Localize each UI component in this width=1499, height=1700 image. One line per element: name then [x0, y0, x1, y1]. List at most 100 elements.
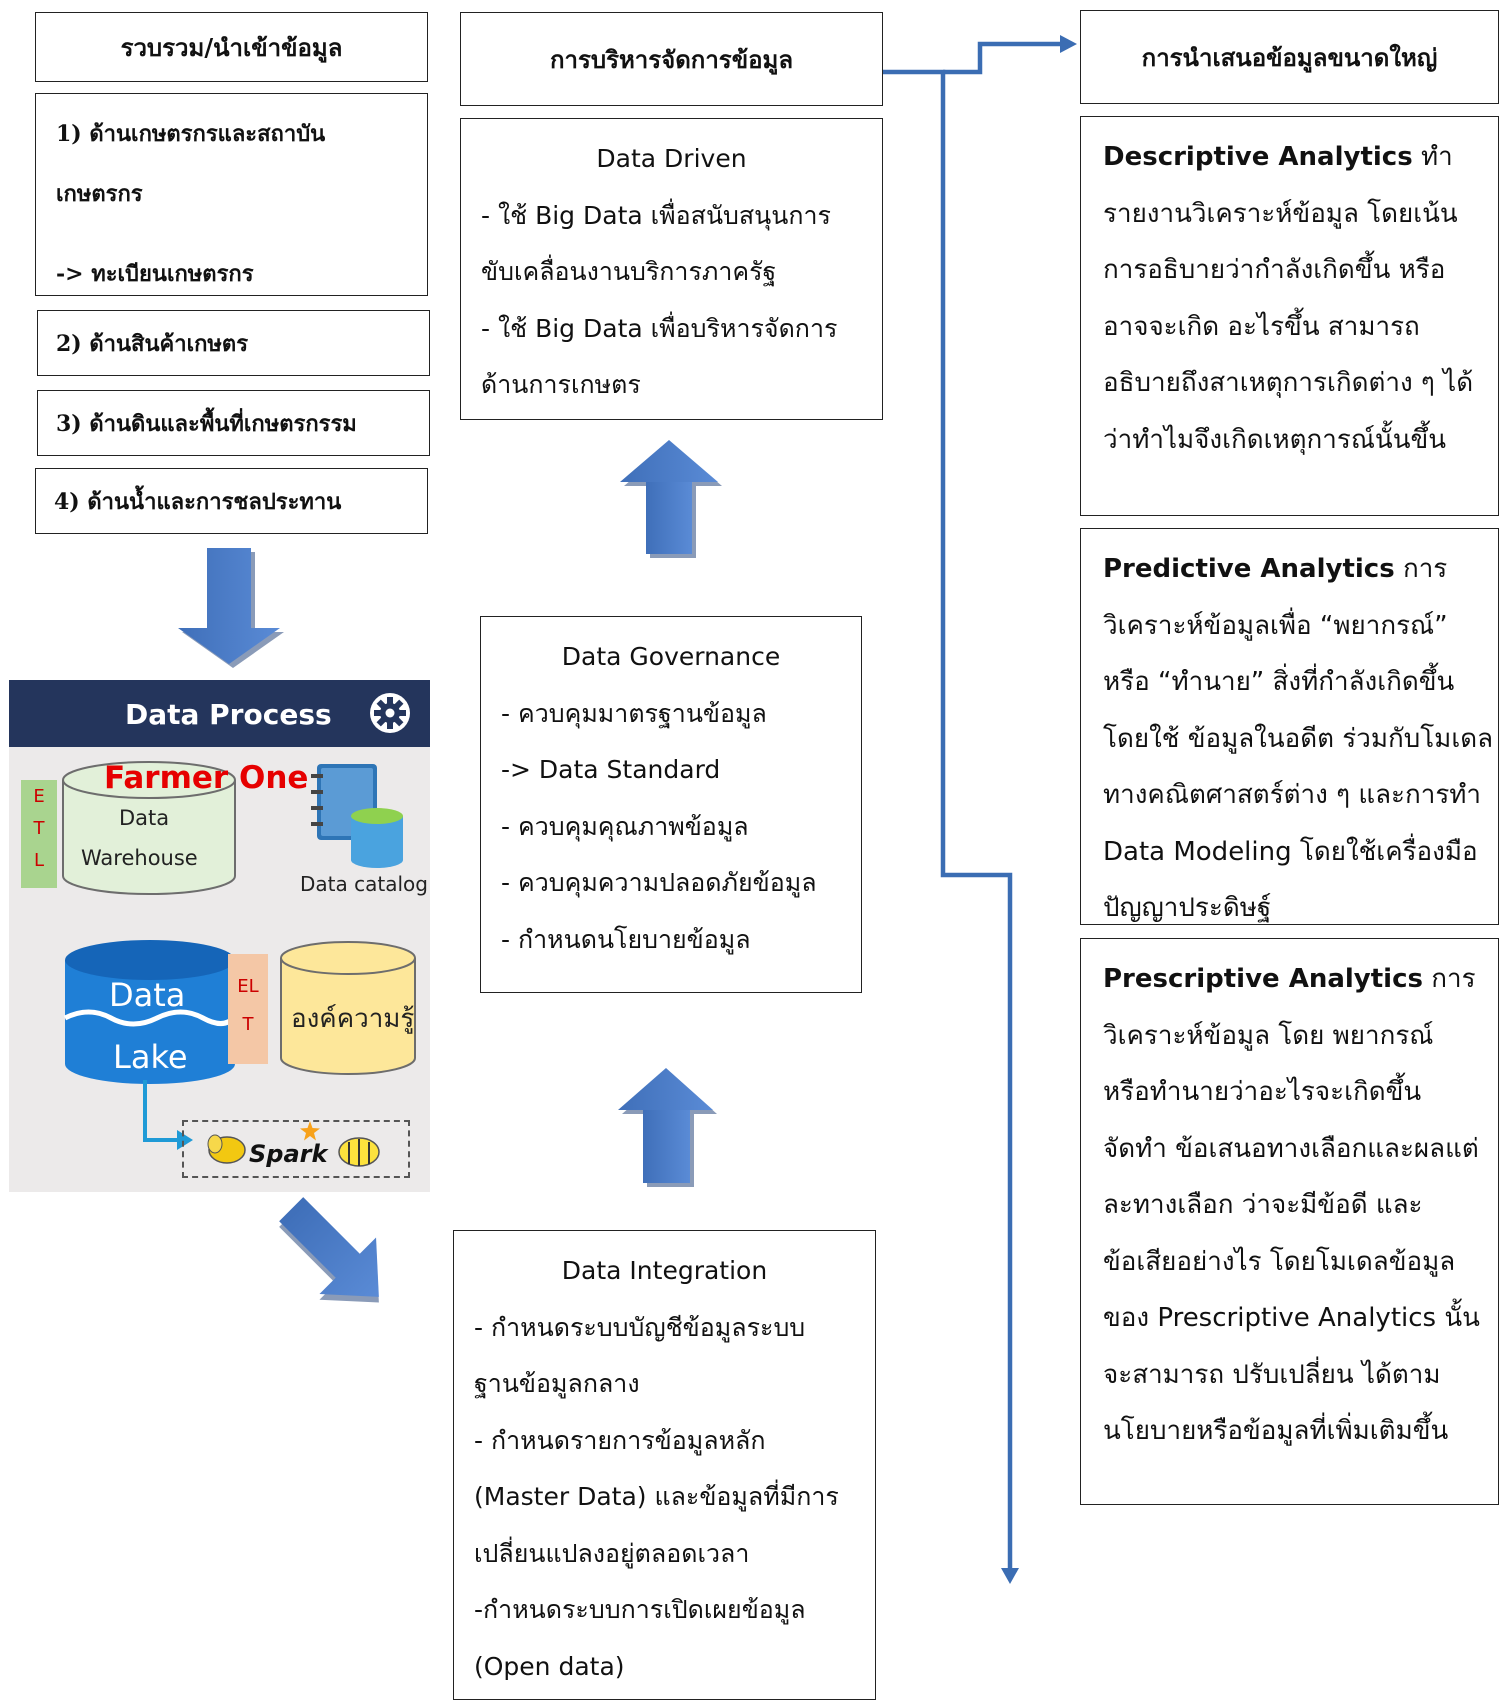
- data-catalog-label: Data catalog: [300, 872, 428, 896]
- hadoop-elephant-icon: [207, 1134, 246, 1164]
- prescriptive-line: นโยบายหรือข้อมูลที่เพิ่มเติมขึ้น: [1103, 1416, 1449, 1446]
- tools-box: [182, 1120, 410, 1178]
- source-farmers-line1: 1) ด้านเกษตรกรและสถาบัน: [56, 121, 326, 147]
- data-process-header: [9, 680, 430, 747]
- diagonal-arrow-to-integration: [279, 1197, 379, 1303]
- predictive-line: หรือ “ทำนาย” สิ่งที่กำลังเกิดขึ้น: [1103, 667, 1455, 697]
- warehouse-label-2: Warehouse: [81, 846, 198, 870]
- source-farmers-line2: เกษตรกร: [56, 181, 143, 207]
- descriptive-title: Descriptive Analytics: [1103, 142, 1413, 172]
- prescriptive-title-rest: การ: [1423, 964, 1476, 994]
- data-integration-line: - กำหนดระบบบัญชีข้อมูลระบบ: [474, 1312, 806, 1342]
- prescriptive-line: ของ Prescriptive Analytics นั้น: [1103, 1303, 1480, 1333]
- down-arrow-to-process: [178, 548, 284, 668]
- etl-letter: L: [33, 850, 45, 871]
- manage-to-present-connector: [883, 41, 1062, 1568]
- descriptive-line: อธิบายถึงสาเหตุการเกิดต่าง ๆ ได้: [1103, 368, 1474, 398]
- source-land-box: 3) ด้านดินและพื้นที่เกษตรกรรม: [37, 390, 430, 456]
- descriptive-line: ว่าทำไมจึงเกิดเหตุการณ์นั้นขึ้น: [1103, 424, 1447, 455]
- data-integration-line: เปลี่ยนแปลงอยู่ตลอดเวลา: [474, 1538, 750, 1568]
- knowledge-cylinder-icon: [280, 941, 416, 1075]
- up-arrow-to-data-driven: [620, 440, 722, 558]
- data-governance-line: - ควบคุมความปลอดภัยข้อมูล: [501, 868, 817, 897]
- source-products-box: 2) ด้านสินค้าเกษตร: [37, 310, 430, 376]
- prescriptive-line: จัดทำ ข้อเสนอทางเลือกและผลแต่: [1103, 1133, 1479, 1164]
- elt-letters: EL: [237, 976, 259, 997]
- source-farmers-line3: -> ทะเบียนเกษตรกร: [56, 261, 254, 287]
- hive-bee-icon: [338, 1137, 380, 1167]
- data-driven-line: ด้านการเกษตร: [481, 370, 641, 399]
- data-integration-line: - กำหนดรายการข้อมูลหลัก: [474, 1425, 766, 1455]
- data-driven-box: Data Driven - ใช้ Big Data เพื่อสนับสนุน…: [460, 118, 883, 420]
- prescriptive-line: ละทางเลือก ว่าจะมีข้อดี และ: [1103, 1190, 1423, 1220]
- data-process-panel: Data Process E T L Farmer One Data Wareh…: [9, 680, 430, 1192]
- prescriptive-line: ข้อเสียอย่างไร โดยโมเดลข้อมูล: [1103, 1246, 1456, 1277]
- source-farmers-box: 1) ด้านเกษตรกรและสถาบัน เกษตรกร -> ทะเบี…: [35, 93, 428, 296]
- predictive-line: โดยใช้ ข้อมูลในอดีต ร่วมกับโมเดล: [1103, 723, 1494, 754]
- data-integration-line: ฐานข้อมูลกลาง: [474, 1369, 640, 1398]
- predictive-line: วิเคราะห์ข้อมูลเพื่อ “พยากรณ์”: [1103, 610, 1448, 641]
- prescriptive-line: จะสามารถ ปรับเปลี่ยน ได้ตาม: [1103, 1359, 1441, 1390]
- descriptive-title-rest: ทำ: [1412, 142, 1453, 172]
- predictive-line: ทางคณิตศาสตร์ต่าง ๆ และการทำ: [1103, 780, 1482, 810]
- prescriptive-line-first: Prescriptive Analytics การ: [1103, 951, 1498, 1008]
- etl-letter: E: [33, 786, 45, 807]
- elt-letters: T: [242, 1014, 254, 1035]
- data-driven-line: - ใช้ Big Data เพื่อบริหารจัดการ: [481, 313, 838, 343]
- descriptive-line: การอธิบายว่ากำลังเกิดขึ้น หรือ: [1103, 255, 1446, 285]
- gear-icon[interactable]: [367, 690, 413, 736]
- lake-to-tools-arrow: [143, 1080, 193, 1150]
- data-process-title: Data Process: [125, 698, 332, 731]
- data-integration-title: Data Integration: [561, 1256, 768, 1285]
- data-driven-line: ขับเคลื่อนงานบริการภาครัฐ: [481, 257, 777, 286]
- prescriptive-box: Prescriptive Analytics การ วิเคราะห์ข้อม…: [1080, 938, 1499, 1505]
- source-products-label: 2) ด้านสินค้าเกษตร: [56, 330, 249, 357]
- collect-header-label: รวบรวม/นำเข้าข้อมูล: [120, 32, 343, 62]
- data-integration-line: (Open data): [474, 1651, 625, 1681]
- data-governance-line: - กำหนดนโยบายข้อมูล: [501, 924, 751, 954]
- source-land-label: 3) ด้านดินและพื้นที่เกษตรกรรม: [56, 410, 357, 437]
- collect-header: รวบรวม/นำเข้าข้อมูล: [35, 12, 428, 82]
- knowledge-label: องค์ความรู้: [291, 1004, 415, 1034]
- down-connector-arrow-head: [1001, 1568, 1019, 1584]
- data-lake-icon: [63, 940, 238, 1084]
- predictive-box: Predictive Analytics การ วิเคราะห์ข้อมูล…: [1080, 528, 1499, 925]
- descriptive-line: อาจจะเกิด อะไรขึ้น สามารถ: [1103, 311, 1420, 342]
- present-header: การนำเสนอข้อมูลขนาดใหญ่: [1080, 10, 1499, 104]
- data-governance-title: Data Governance: [561, 642, 781, 671]
- manage-header-label: การบริหารจัดการข้อมูล: [549, 44, 794, 74]
- spark-label: Spark: [249, 1140, 328, 1168]
- prescriptive-title: Prescriptive Analytics: [1103, 964, 1423, 994]
- spark-star-icon: [300, 1121, 320, 1141]
- etl-letter: T: [33, 818, 45, 839]
- data-governance-line: - ควบคุมมาตรฐานข้อมูล: [501, 698, 767, 728]
- up-arrow-to-data-governance: [618, 1068, 717, 1187]
- etl-tag: E T L: [21, 780, 57, 888]
- data-lake-label-2: Lake: [113, 1038, 188, 1076]
- data-integration-box: Data Integration - กำหนดระบบบัญชีข้อมูลร…: [453, 1230, 876, 1700]
- data-integration-line: -กำหนดระบบการเปิดเผยข้อมูล: [474, 1595, 806, 1624]
- prescriptive-line: หรือทำนายว่าอะไรจะเกิดขึ้น: [1103, 1077, 1422, 1107]
- elt-tag: EL T: [228, 954, 268, 1064]
- predictive-line-first: Predictive Analytics การ: [1103, 541, 1498, 598]
- data-integration-line: (Master Data) และข้อมูลที่มีการ: [474, 1482, 839, 1511]
- descriptive-box: Descriptive Analytics ทำ รายงานวิเคราะห์…: [1080, 116, 1499, 516]
- present-arrow-head: [1060, 35, 1077, 53]
- descriptive-line: รายงานวิเคราะห์ข้อมูล โดยเน้น: [1103, 198, 1458, 229]
- source-water-box: 4) ด้านน้ำและการชลประทาน: [35, 468, 428, 534]
- farmer-one-label: Farmer One: [104, 760, 309, 796]
- source-water-label: 4) ด้านน้ำและการชลประทาน: [54, 488, 342, 515]
- data-warehouse-icon: [62, 761, 236, 895]
- predictive-title: Predictive Analytics: [1103, 554, 1395, 584]
- warehouse-label-1: Data: [119, 806, 170, 830]
- data-governance-line: - ควบคุมคุณภาพข้อมูล: [501, 811, 749, 841]
- predictive-title-rest: การ: [1394, 554, 1448, 584]
- predictive-line: ปัญญาประดิษฐ์: [1103, 893, 1272, 923]
- data-governance-box: Data Governance - ควบคุมมาตรฐานข้อมูล ->…: [480, 616, 862, 993]
- predictive-line: Data Modeling โดยใช้เครื่องมือ: [1103, 836, 1478, 867]
- descriptive-line-first: Descriptive Analytics ทำ: [1103, 129, 1498, 186]
- data-catalog-icon: [311, 764, 403, 868]
- data-governance-line: -> Data Standard: [501, 755, 721, 784]
- present-header-label: การนำเสนอข้อมูลขนาดใหญ่: [1141, 42, 1438, 72]
